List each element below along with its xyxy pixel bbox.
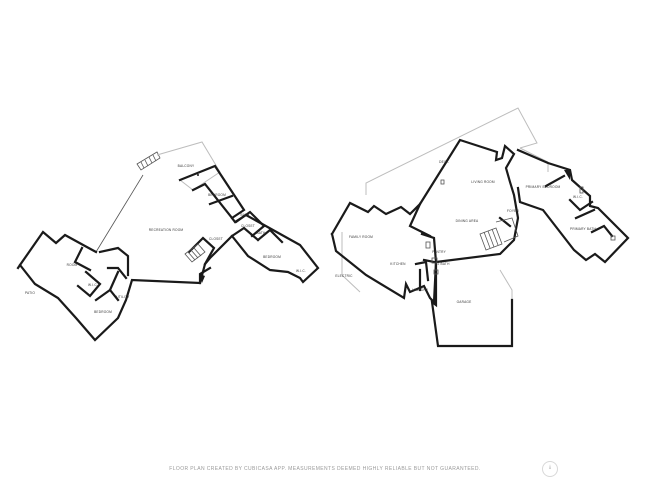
label-bath-2: BATH	[256, 231, 266, 235]
label-utility: UTILITY	[116, 295, 130, 299]
label-half-bath: 1/2 BATH	[434, 262, 450, 266]
label-recreation-room: RECREATION ROOM	[149, 228, 184, 232]
balcony-light-icon	[197, 174, 199, 176]
label-laundry: LAUNDRY	[412, 288, 429, 292]
right-exterior-wall	[330, 138, 520, 305]
left-interior-stairs	[184, 243, 206, 283]
label-deck: DECK	[439, 160, 449, 164]
right-interior-stairs	[479, 217, 519, 251]
label-family-room: FAMILY ROOM	[349, 235, 373, 239]
label-electric: ELECTRIC	[335, 274, 353, 278]
label-patio: PATIO	[25, 291, 35, 295]
label-balcony: BALCONY	[178, 164, 195, 168]
deck-outline	[365, 107, 538, 195]
label-closet-1: CLOSET	[241, 224, 255, 228]
label-pantry: PANTRY	[432, 250, 447, 254]
primary-wing-column	[564, 170, 570, 180]
label-room: ROOM	[67, 263, 78, 267]
label-closet-2: CLOSET	[209, 237, 223, 241]
left-room-labels: BALCONY RECREATION ROOM BEDROOM BEDROOM …	[25, 164, 306, 314]
balcony-stairs	[136, 151, 161, 171]
right-room-labels: DECK LIVING ROOM DINING AREA FAMILY ROOM…	[335, 160, 596, 304]
label-kitchen: KITCHEN	[390, 262, 406, 266]
garage-driveway	[499, 269, 513, 340]
label-bath-1: BATH	[240, 213, 250, 217]
right-fixtures	[425, 179, 616, 275]
left-exterior-wall-patio	[16, 263, 22, 270]
label-bedroom-2: BEDROOM	[263, 255, 281, 259]
garage-wall	[430, 260, 514, 348]
balcony-edge	[95, 174, 144, 253]
label-foyer: FOYER	[507, 209, 519, 213]
north-arrow-icon	[542, 461, 558, 477]
patio-outline	[341, 232, 361, 293]
label-primary-bath: PRIMARY BATH	[570, 227, 596, 231]
label-wic-primary: W.I.C.	[573, 195, 583, 199]
label-bedroom-3: BEDROOM	[94, 310, 112, 314]
label-garage: GARAGE	[457, 300, 472, 304]
label-wic-2: W.I.C.	[88, 283, 98, 287]
left-floor-plan: BALCONY RECREATION ROOM BEDROOM BEDROOM …	[16, 141, 320, 342]
label-living-room: LIVING ROOM	[471, 180, 495, 184]
label-wic-1: W.I.C.	[296, 269, 306, 273]
right-floor-plan: DECK LIVING ROOM DINING AREA FAMILY ROOM…	[330, 107, 630, 348]
footer-disclaimer: FLOOR PLAN CREATED BY CUBICASA APP. MEAS…	[169, 466, 481, 472]
left-exterior-wall	[18, 164, 320, 342]
primary-wing-wall	[516, 148, 630, 264]
label-dining-area: DINING AREA	[456, 219, 479, 223]
label-primary-bedroom: PRIMARY BEDROOM	[526, 185, 561, 189]
label-bedroom-1: BEDROOM	[208, 193, 226, 197]
